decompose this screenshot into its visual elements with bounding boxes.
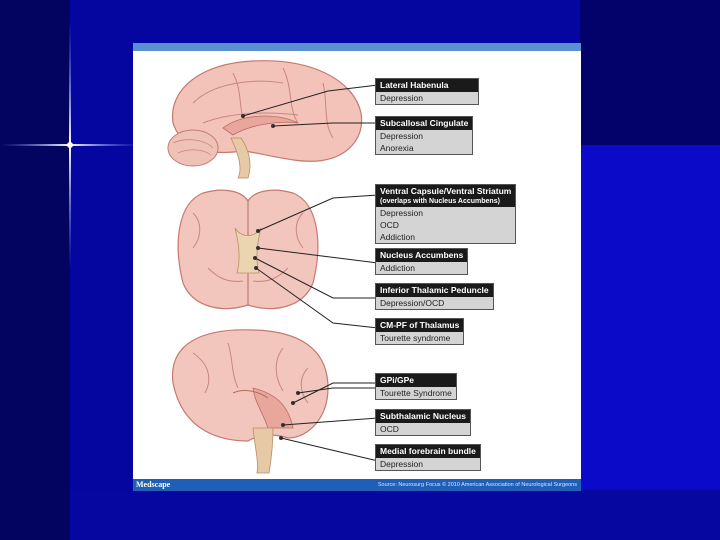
label-item: Depression/OCD [376, 297, 493, 309]
label-item: Addiction [376, 262, 467, 274]
label-inferior-thalamic-peduncle: Inferior Thalamic Peduncle Depression/OC… [375, 283, 494, 310]
sagittal-brain [168, 61, 362, 178]
label-item: Addiction [376, 231, 515, 243]
label-item: Tourette Syndrome [376, 387, 456, 399]
label-cm-pf-thalamus: CM-PF of Thalamus Tourette syndrome [375, 318, 464, 345]
slide-bottom-band [70, 490, 720, 540]
sparkle-decoration [0, 0, 140, 300]
brain-dbs-targets-figure: Lateral Habenula Depression Subcallosal … [133, 43, 581, 491]
label-item: Depression [376, 130, 472, 142]
label-title: Subcallosal Cingulate [376, 117, 472, 130]
label-item: OCD [376, 423, 470, 435]
slide-right-block [580, 145, 720, 540]
label-lateral-habenula: Lateral Habenula Depression [375, 78, 479, 105]
label-title: Medial forebrain bundle [376, 445, 480, 458]
label-item: Depression [376, 92, 478, 104]
label-item: Anorexia [376, 142, 472, 154]
brain-illustrations [133, 43, 581, 479]
medscape-logo: Medscape [136, 479, 170, 491]
label-title: Lateral Habenula [376, 79, 478, 92]
label-item: OCD [376, 219, 515, 231]
figure-source-credit: Source: Neurosurg Focus © 2010 American … [378, 479, 577, 491]
label-subcallosal-cingulate: Subcallosal Cingulate Depression Anorexi… [375, 116, 473, 155]
label-title: CM-PF of Thalamus [376, 319, 463, 332]
coronal-brain [178, 190, 318, 308]
label-title: Nucleus Accumbens [376, 249, 467, 262]
label-subthalamic-nucleus: Subthalamic Nucleus OCD [375, 409, 471, 436]
coronal-brain-with-brainstem [173, 330, 328, 473]
label-medial-forebrain-bundle: Medial forebrain bundle Depression [375, 444, 481, 471]
figure-footer-bar: Medscape Source: Neurosurg Focus © 2010 … [133, 479, 581, 491]
label-title: GPi/GPe [376, 374, 456, 387]
label-title-text: Ventral Capsule/Ventral Striatum [380, 186, 511, 197]
label-item: Tourette syndrome [376, 332, 463, 344]
label-ventral-capsule-striatum: Ventral Capsule/Ventral Striatum (overla… [375, 184, 516, 244]
label-item: Depression [376, 207, 515, 219]
label-title: Ventral Capsule/Ventral Striatum (overla… [376, 185, 515, 207]
label-item: Depression [376, 458, 480, 470]
label-nucleus-accumbens: Nucleus Accumbens Addiction [375, 248, 468, 275]
label-gpi-gpe: GPi/GPe Tourette Syndrome [375, 373, 457, 400]
label-subtitle: (overlaps with Nucleus Accumbens) [380, 197, 511, 206]
label-title: Subthalamic Nucleus [376, 410, 470, 423]
label-title: Inferior Thalamic Peduncle [376, 284, 493, 297]
